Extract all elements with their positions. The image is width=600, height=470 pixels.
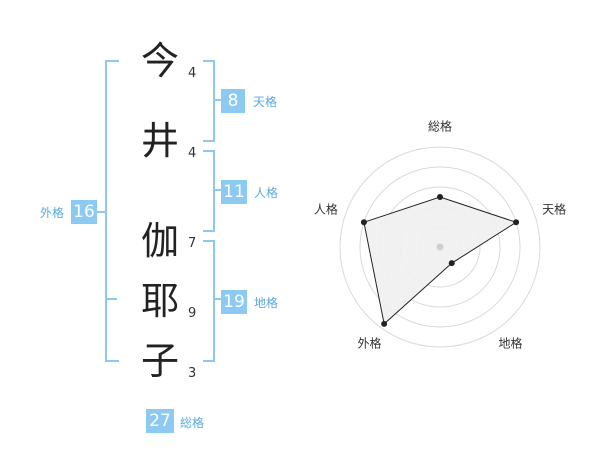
radar-point-3 <box>448 260 455 267</box>
gaikaku-bracket <box>105 60 119 362</box>
radar-axis-label-1: 総格 <box>428 119 452 134</box>
tenkaku-bracket <box>203 60 215 142</box>
jinkaku-label: 人格 <box>254 186 279 200</box>
radar-ring <box>359 166 521 328</box>
tenkaku-connector <box>213 99 221 101</box>
chikaku-value: 19 <box>221 290 247 314</box>
radar-axis-label-4: 外格 <box>357 336 381 351</box>
name-char-3: 伽 <box>140 219 179 263</box>
stroke-count-4: 9 <box>188 306 197 321</box>
radar-axis-label-3: 地格 <box>499 336 523 351</box>
radar-point-4 <box>381 320 388 327</box>
soukaku-label: 総格 <box>180 416 205 430</box>
name-char-4: 耶 <box>140 279 179 323</box>
radar-data-shape <box>363 196 518 325</box>
stroke-count-5: 3 <box>188 366 197 381</box>
name-char-5: 子 <box>140 339 179 383</box>
tenkaku-value: 8 <box>221 89 245 113</box>
tenkaku-label: 天格 <box>253 95 278 109</box>
gaikaku-connector <box>97 211 107 213</box>
stroke-count-3: 7 <box>188 236 197 251</box>
gaikaku-bracket-tick <box>105 298 117 300</box>
radar-point-2 <box>513 219 520 226</box>
jinkaku-value: 11 <box>221 180 247 204</box>
chikaku-bracket <box>203 240 215 362</box>
gaikaku-value: 16 <box>71 200 97 224</box>
jinkaku-bracket <box>203 150 215 232</box>
radar-point-1 <box>437 194 443 200</box>
chikaku-label: 地格 <box>254 296 279 310</box>
stroke-count-1: 4 <box>188 66 197 81</box>
name-char-1: 今 <box>140 39 179 83</box>
name-char-2: 井 <box>140 119 179 163</box>
gaikaku-label: 外格 <box>40 206 65 220</box>
radar-center-dot <box>436 243 444 251</box>
chikaku-connector <box>213 298 221 300</box>
radar-point-5 <box>360 219 367 226</box>
jinkaku-connector <box>213 189 221 191</box>
radar-ring <box>339 146 541 348</box>
stroke-count-2: 4 <box>188 146 197 161</box>
radar-axis-label-2: 天格 <box>542 201 566 216</box>
soukaku-value: 27 <box>146 409 174 433</box>
radar-axis-label-5: 人格 <box>314 201 338 216</box>
